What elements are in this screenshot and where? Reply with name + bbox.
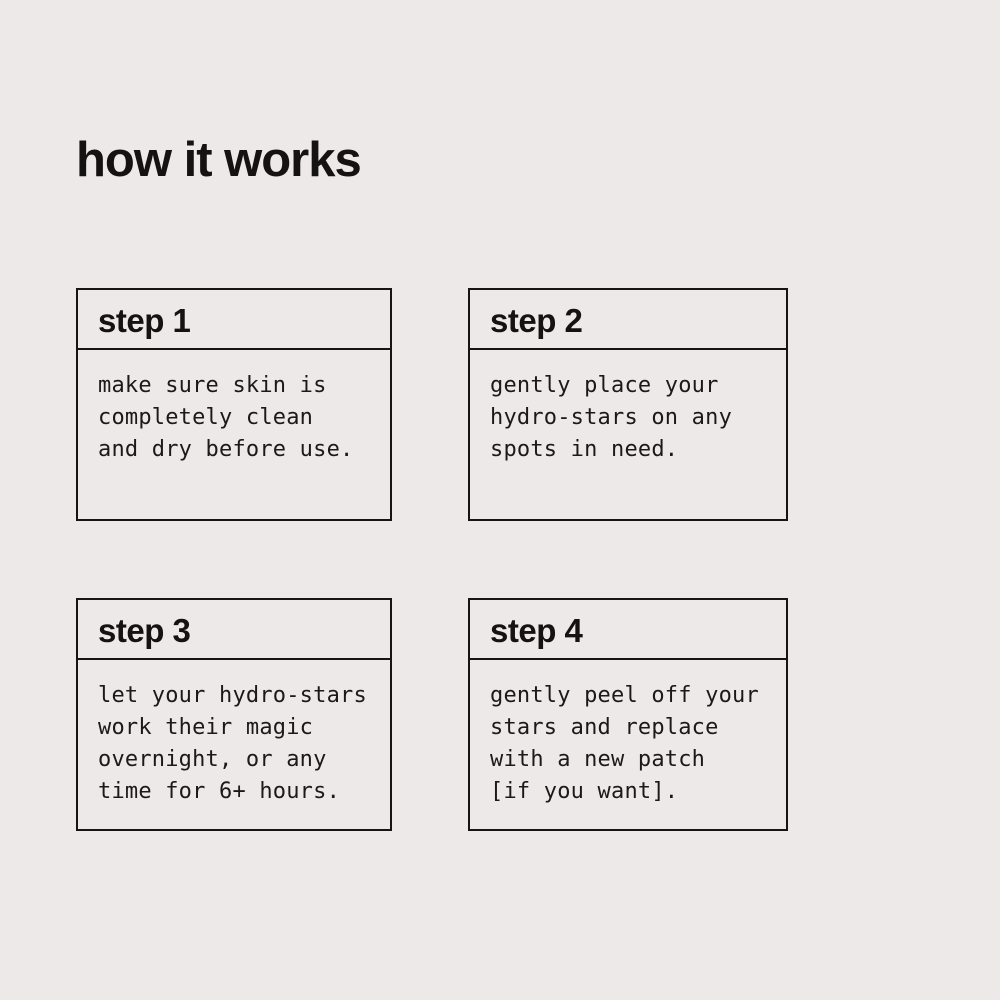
- step-1-description: make sure skin is completely clean and d…: [98, 373, 354, 462]
- step-3-label: step 3: [98, 611, 191, 649]
- step-card-2: step 2 gently place your hydro-stars on …: [468, 288, 788, 521]
- step-1-label: step 1: [98, 301, 191, 339]
- step-card-3: step 3 let your hydro-stars work their m…: [76, 598, 392, 831]
- step-card-4: step 4 gently peel off your stars and re…: [468, 598, 788, 831]
- step-2-description: gently place your hydro-stars on any spo…: [490, 373, 733, 462]
- step-3-description: let your hydro-stars work their magic ov…: [98, 683, 367, 804]
- step-2-header: step 2: [470, 290, 786, 350]
- step-1-header: step 1: [78, 290, 390, 350]
- step-card-1: step 1 make sure skin is completely clea…: [76, 288, 392, 521]
- step-3-header: step 3: [78, 600, 390, 660]
- page-title: how it works: [76, 132, 362, 187]
- step-4-label: step 4: [490, 611, 583, 649]
- step-4-description: gently peel off your stars and replace w…: [490, 683, 759, 804]
- step-2-label: step 2: [490, 301, 583, 339]
- step-4-header: step 4: [470, 600, 786, 660]
